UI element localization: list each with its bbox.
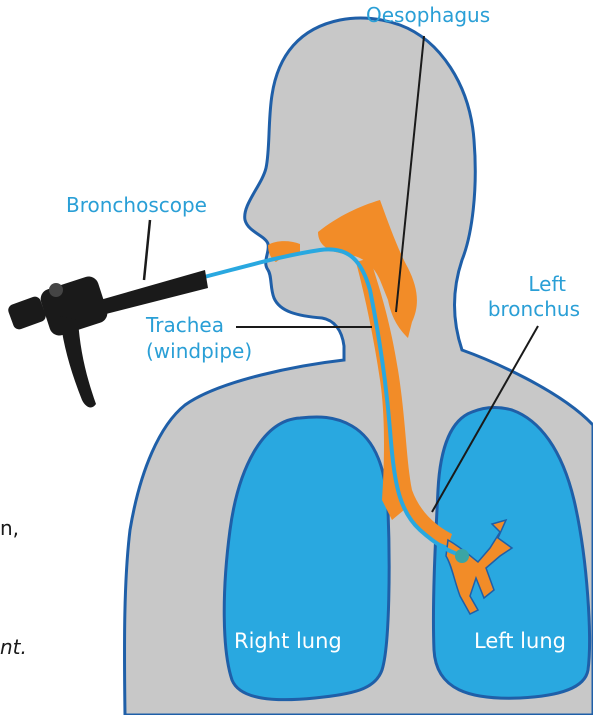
right-lung — [224, 417, 389, 700]
label-trachea: Trachea — [145, 313, 224, 337]
cut-text-fragment-2: nt. — [0, 635, 27, 659]
label-left-lung: Left lung — [474, 629, 566, 653]
label-windpipe: (windpipe) — [146, 339, 252, 363]
label-right-lung: Right lung — [234, 629, 342, 653]
label-bronchus: bronchus — [488, 297, 580, 321]
label-left: Left — [528, 272, 566, 296]
cut-text-fragment-1: n, — [0, 516, 19, 540]
lesion-marker — [455, 549, 469, 563]
label-bronchoscope: Bronchoscope — [66, 193, 207, 217]
label-oesophagus: Oesophagus — [366, 3, 490, 27]
bronchoscope-leader — [144, 220, 150, 280]
